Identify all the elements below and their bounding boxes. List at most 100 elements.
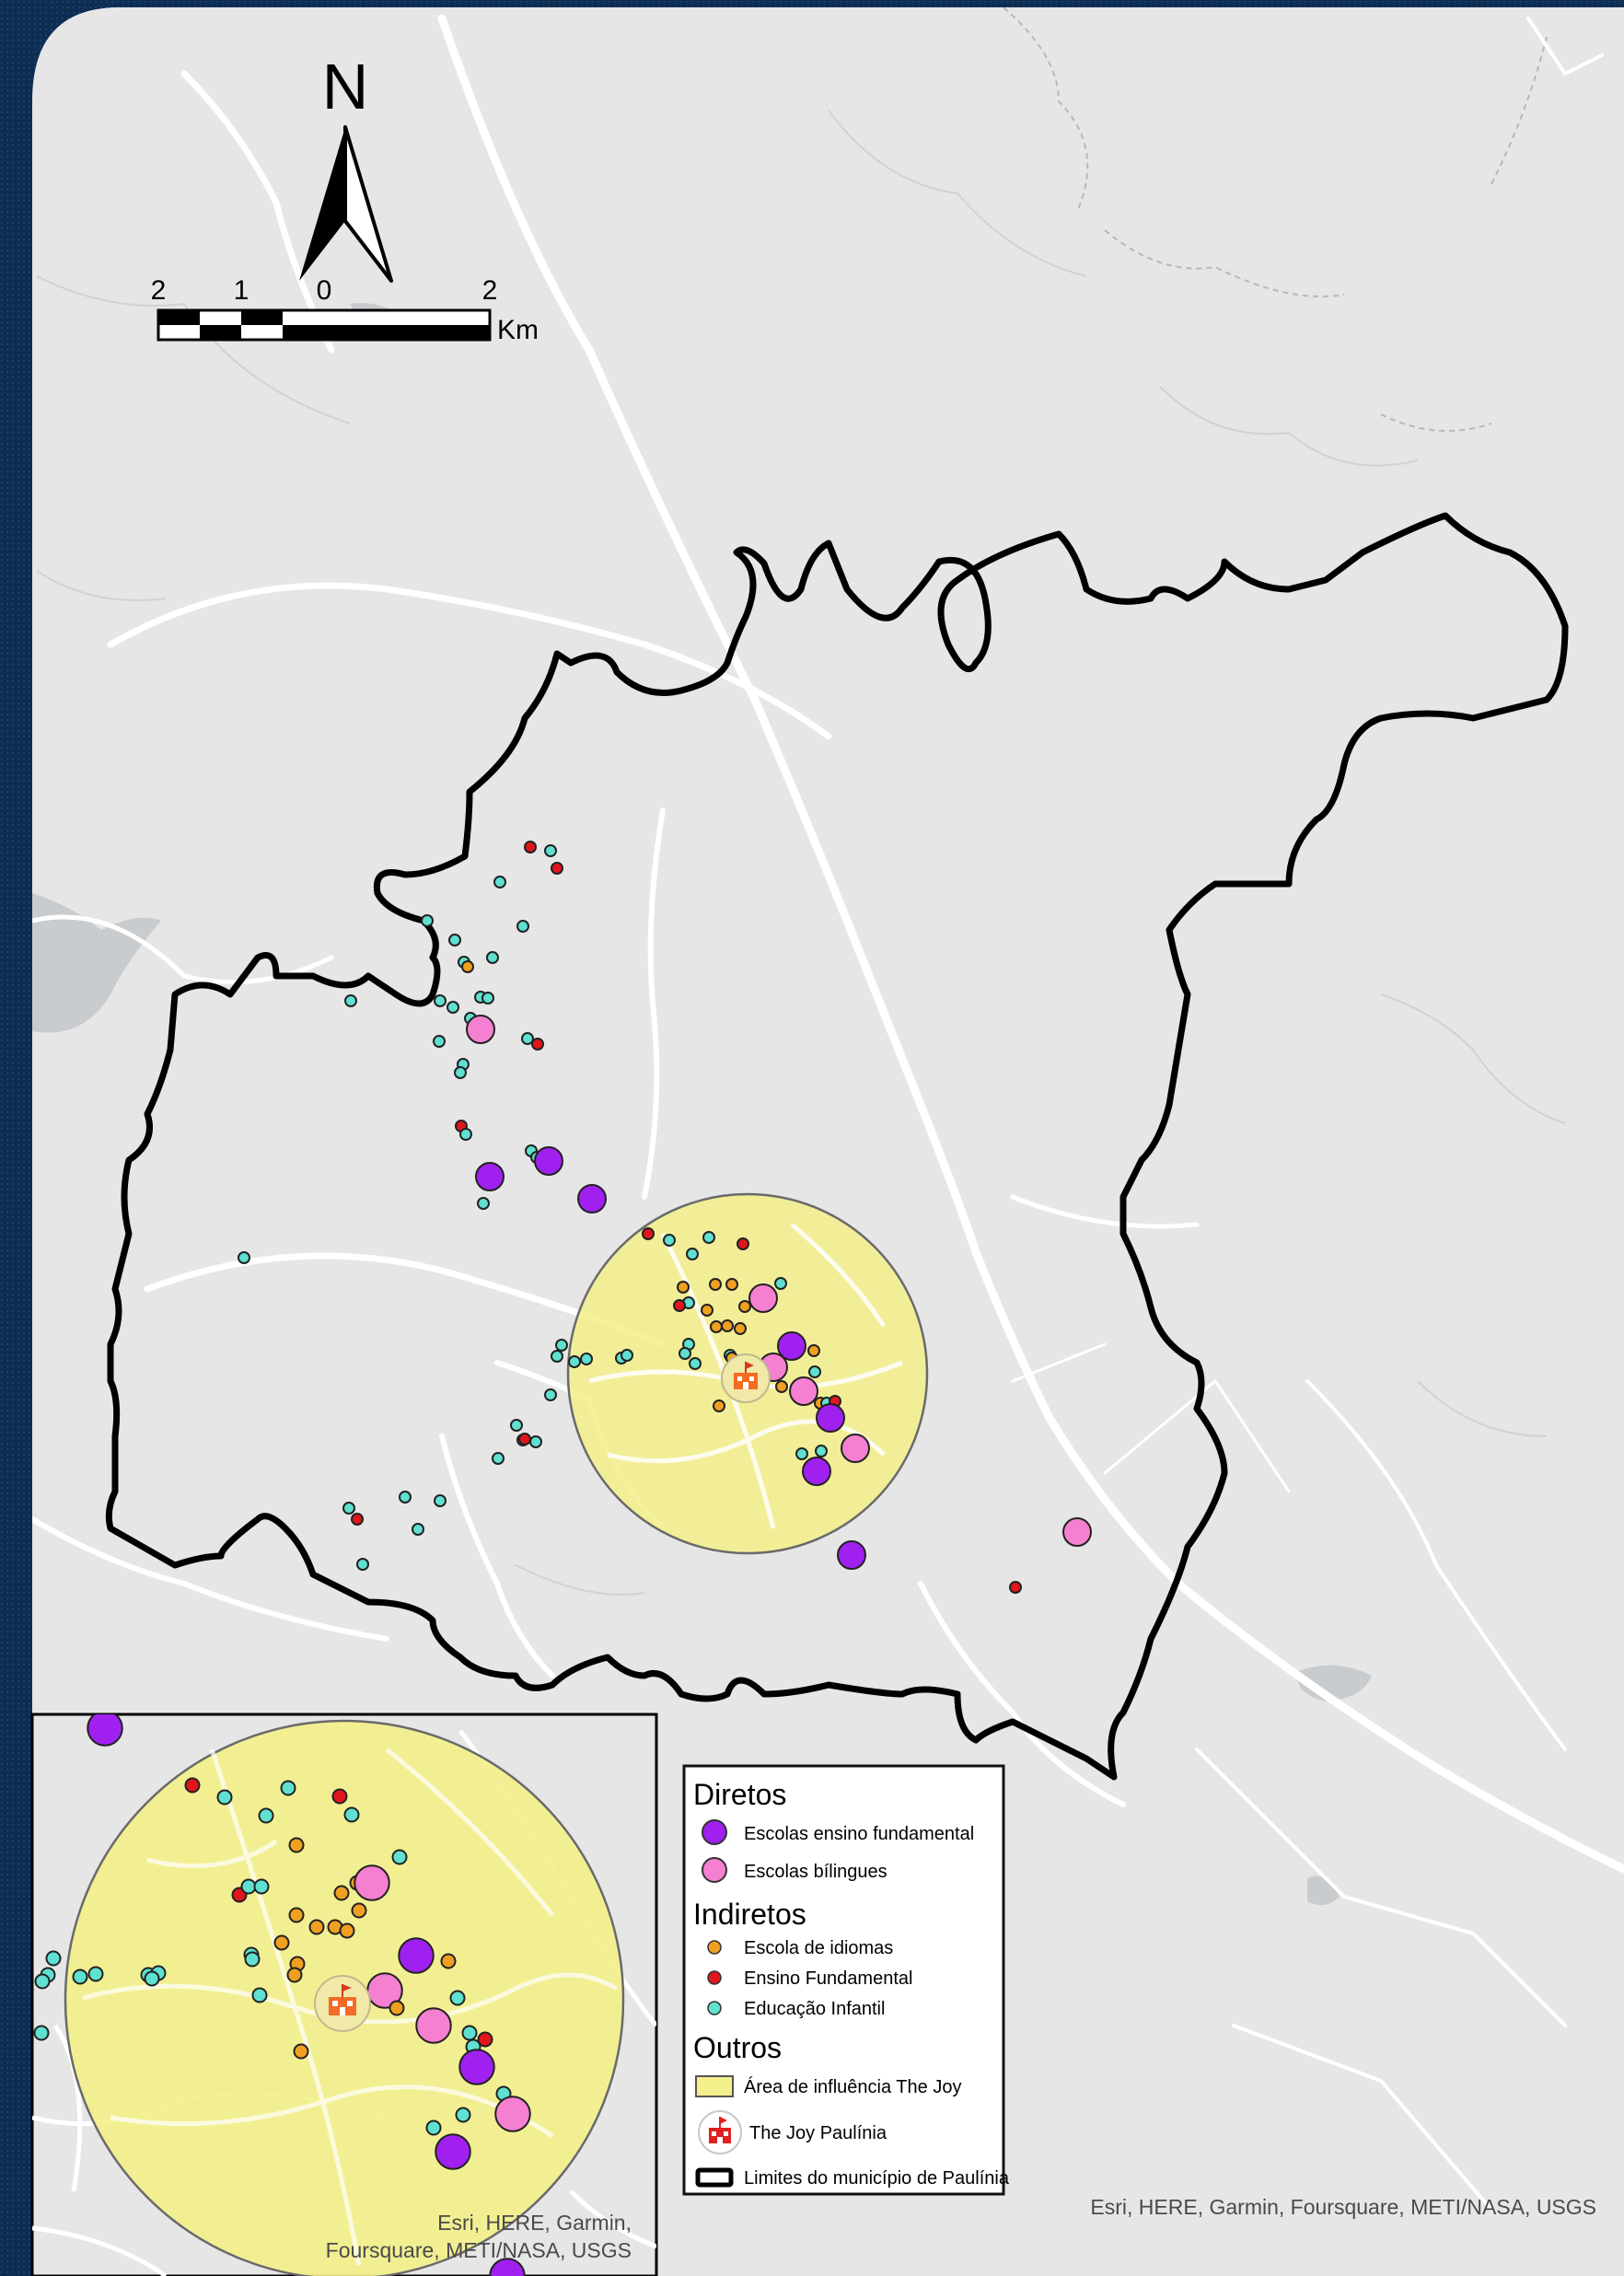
main-point[interactable]: [461, 960, 474, 973]
main-point[interactable]: [816, 1403, 845, 1433]
inset-point[interactable]: [34, 1973, 51, 1990]
main-point[interactable]: [734, 1322, 747, 1335]
inset-point[interactable]: [244, 1951, 261, 1968]
main-point[interactable]: [534, 1146, 563, 1176]
inset-point[interactable]: [435, 2133, 471, 2170]
main-point[interactable]: [686, 1248, 699, 1260]
main-point[interactable]: [481, 992, 494, 1004]
main-point[interactable]: [518, 1433, 531, 1446]
inset-point[interactable]: [494, 2096, 531, 2132]
main-point[interactable]: [689, 1357, 702, 1370]
inset-point[interactable]: [458, 2049, 495, 2085]
main-point[interactable]: [577, 1184, 607, 1213]
main-point[interactable]: [531, 1038, 544, 1051]
inset-point[interactable]: [184, 1777, 201, 1794]
inset-point[interactable]: [144, 1970, 160, 1987]
main-point[interactable]: [434, 994, 447, 1007]
main-point[interactable]: [399, 1491, 412, 1504]
main-point[interactable]: [486, 951, 499, 964]
inset-point[interactable]: [258, 1807, 274, 1824]
inset-point[interactable]: [240, 1878, 257, 1895]
inset-point[interactable]: [33, 2025, 50, 2041]
inset-point[interactable]: [293, 2043, 309, 2060]
main-point[interactable]: [555, 1339, 568, 1352]
inset-point[interactable]: [440, 1953, 457, 1969]
main-point[interactable]: [673, 1299, 686, 1312]
inset-point[interactable]: [455, 2107, 471, 2123]
inset-point[interactable]: [72, 1968, 88, 1985]
inset-point[interactable]: [87, 1711, 123, 1747]
main-point[interactable]: [447, 1001, 459, 1014]
main-point[interactable]: [738, 1300, 751, 1313]
main-point[interactable]: [1062, 1517, 1092, 1547]
main-point[interactable]: [544, 844, 557, 857]
main-point[interactable]: [815, 1445, 828, 1457]
the-joy-marker[interactable]: [721, 1353, 771, 1403]
inset-point[interactable]: [253, 1878, 270, 1895]
inset-point[interactable]: [286, 1967, 303, 1983]
inset-map[interactable]: Esri, HERE, Garmin, Foursquare, METI/NAS…: [30, 1711, 658, 2276]
main-point[interactable]: [713, 1399, 725, 1412]
inset-point[interactable]: [280, 1780, 296, 1796]
inset-the-joy-marker[interactable]: [314, 1975, 371, 2032]
inset-point[interactable]: [273, 1934, 290, 1951]
main-point[interactable]: [621, 1349, 633, 1362]
main-point[interactable]: [551, 1350, 563, 1363]
main-point[interactable]: [642, 1227, 655, 1240]
main-point[interactable]: [737, 1237, 749, 1250]
main-point[interactable]: [342, 1502, 355, 1515]
main-point[interactable]: [789, 1376, 818, 1406]
main-point[interactable]: [492, 1452, 505, 1465]
inset-point[interactable]: [288, 1907, 305, 1923]
main-point[interactable]: [795, 1447, 808, 1460]
inset-point[interactable]: [333, 1885, 350, 1901]
main-point[interactable]: [775, 1380, 788, 1393]
main-point[interactable]: [777, 1331, 806, 1361]
main-point[interactable]: [701, 1304, 713, 1317]
main-point[interactable]: [679, 1347, 691, 1360]
inset-point[interactable]: [343, 1806, 360, 1823]
main-point[interactable]: [351, 1513, 364, 1526]
main-point[interactable]: [544, 1388, 557, 1401]
main-point[interactable]: [802, 1457, 831, 1486]
inset-point[interactable]: [477, 2031, 493, 2048]
main-point[interactable]: [421, 914, 434, 927]
inset-point[interactable]: [216, 1789, 233, 1806]
inset-point[interactable]: [354, 1864, 390, 1901]
main-point[interactable]: [721, 1319, 734, 1332]
main-point[interactable]: [434, 1494, 447, 1507]
inset-point[interactable]: [251, 1987, 268, 2003]
main-point[interactable]: [841, 1434, 870, 1463]
main-point[interactable]: [475, 1162, 505, 1191]
main-point[interactable]: [412, 1523, 424, 1536]
inset-point[interactable]: [288, 1837, 305, 1853]
inset-point[interactable]: [331, 1788, 348, 1805]
inset-point[interactable]: [415, 2007, 452, 2044]
main-point[interactable]: [710, 1320, 723, 1333]
main-point[interactable]: [568, 1355, 581, 1368]
inset-point[interactable]: [339, 1922, 355, 1939]
main-point[interactable]: [808, 1365, 821, 1378]
inset-point[interactable]: [389, 2000, 405, 2016]
main-point[interactable]: [807, 1344, 820, 1357]
inset-point[interactable]: [449, 1990, 466, 2006]
main-point[interactable]: [459, 1128, 472, 1141]
main-point[interactable]: [356, 1558, 369, 1571]
main-point[interactable]: [344, 994, 357, 1007]
municipality-boundary[interactable]: [105, 512, 1569, 1781]
inset-point[interactable]: [425, 2119, 442, 2136]
main-point[interactable]: [551, 862, 563, 875]
main-point[interactable]: [524, 841, 537, 854]
main-point[interactable]: [663, 1234, 676, 1247]
inset-point[interactable]: [87, 1966, 104, 1982]
main-point[interactable]: [493, 876, 506, 888]
main-point[interactable]: [837, 1540, 866, 1570]
main-point[interactable]: [725, 1278, 738, 1291]
main-point[interactable]: [709, 1278, 722, 1291]
inset-point[interactable]: [45, 1950, 62, 1967]
main-point[interactable]: [466, 1015, 495, 1044]
main-point[interactable]: [748, 1283, 778, 1313]
main-point[interactable]: [521, 1032, 534, 1045]
main-point[interactable]: [1009, 1581, 1022, 1594]
main-point[interactable]: [677, 1281, 690, 1294]
